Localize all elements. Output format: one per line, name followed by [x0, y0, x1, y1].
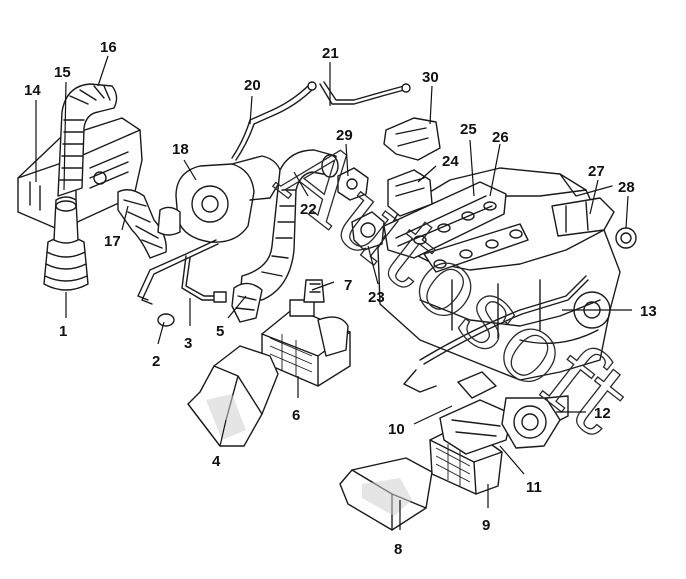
callout-17: 17 — [104, 233, 121, 250]
oil-feed-pipe — [231, 81, 317, 161]
callout-2: 2 — [152, 353, 160, 370]
callout-18: 18 — [172, 141, 189, 158]
mounting-bracket — [439, 371, 513, 455]
leader-lines — [35, 55, 632, 530]
hose-clamp — [615, 227, 637, 249]
callout-7: 7 — [344, 277, 352, 294]
callout-30: 30 — [422, 69, 439, 86]
callout-5: 5 — [216, 323, 224, 340]
vacuum-pipe — [319, 81, 411, 105]
callout-29: 29 — [336, 127, 353, 144]
intercooler-bracket — [303, 279, 325, 303]
callout-4: 4 — [212, 453, 221, 470]
callout-8: 8 — [394, 541, 402, 558]
air-cleaner-box — [501, 395, 569, 449]
wiring-harness — [403, 275, 589, 393]
intercooler-outlet-hose — [231, 282, 263, 323]
intake-elbow — [117, 189, 167, 259]
callout-16: 16 — [100, 39, 117, 56]
coolant-pipe — [551, 197, 615, 237]
air-duct-left — [187, 345, 279, 447]
callout-3: 3 — [184, 335, 192, 352]
callout-23: 23 — [368, 289, 385, 306]
callout-20: 20 — [244, 77, 261, 94]
manifold-bracket — [387, 169, 433, 217]
callout-14: 14 — [24, 82, 41, 99]
callout-26: 26 — [492, 129, 509, 146]
exhaust-manifold — [423, 223, 529, 273]
air-duct-right — [339, 457, 433, 531]
callout-13: 13 — [640, 303, 657, 320]
intake-manifold — [383, 181, 507, 259]
pressure-sensor — [337, 167, 369, 201]
callout-9: 9 — [482, 517, 490, 534]
callout-24: 24 — [442, 153, 459, 170]
air-intake-snorkel — [57, 83, 118, 197]
boost-sensor-pipe — [137, 239, 227, 327]
callout-11: 11 — [526, 479, 542, 496]
callout-10: 10 — [388, 421, 405, 438]
intercooler — [261, 299, 351, 387]
charge-air-hose — [239, 149, 339, 301]
callout-27: 27 — [588, 163, 605, 180]
callout-21: 21 — [322, 45, 339, 62]
callout-25: 25 — [460, 121, 477, 138]
callout-6: 6 — [292, 407, 300, 424]
rubber-boot — [43, 196, 89, 291]
throttle-valve — [351, 211, 385, 251]
callout-1: 1 — [59, 323, 67, 340]
callout-28: 28 — [618, 179, 635, 196]
callout-12: 12 — [594, 405, 611, 422]
callout-15: 15 — [54, 64, 71, 81]
callout-22: 22 — [300, 201, 317, 218]
top-bracket — [383, 117, 441, 161]
callout-labels: 1 2 3 4 5 6 7 8 9 10 11 12 13 14 15 16 1… — [24, 39, 657, 558]
